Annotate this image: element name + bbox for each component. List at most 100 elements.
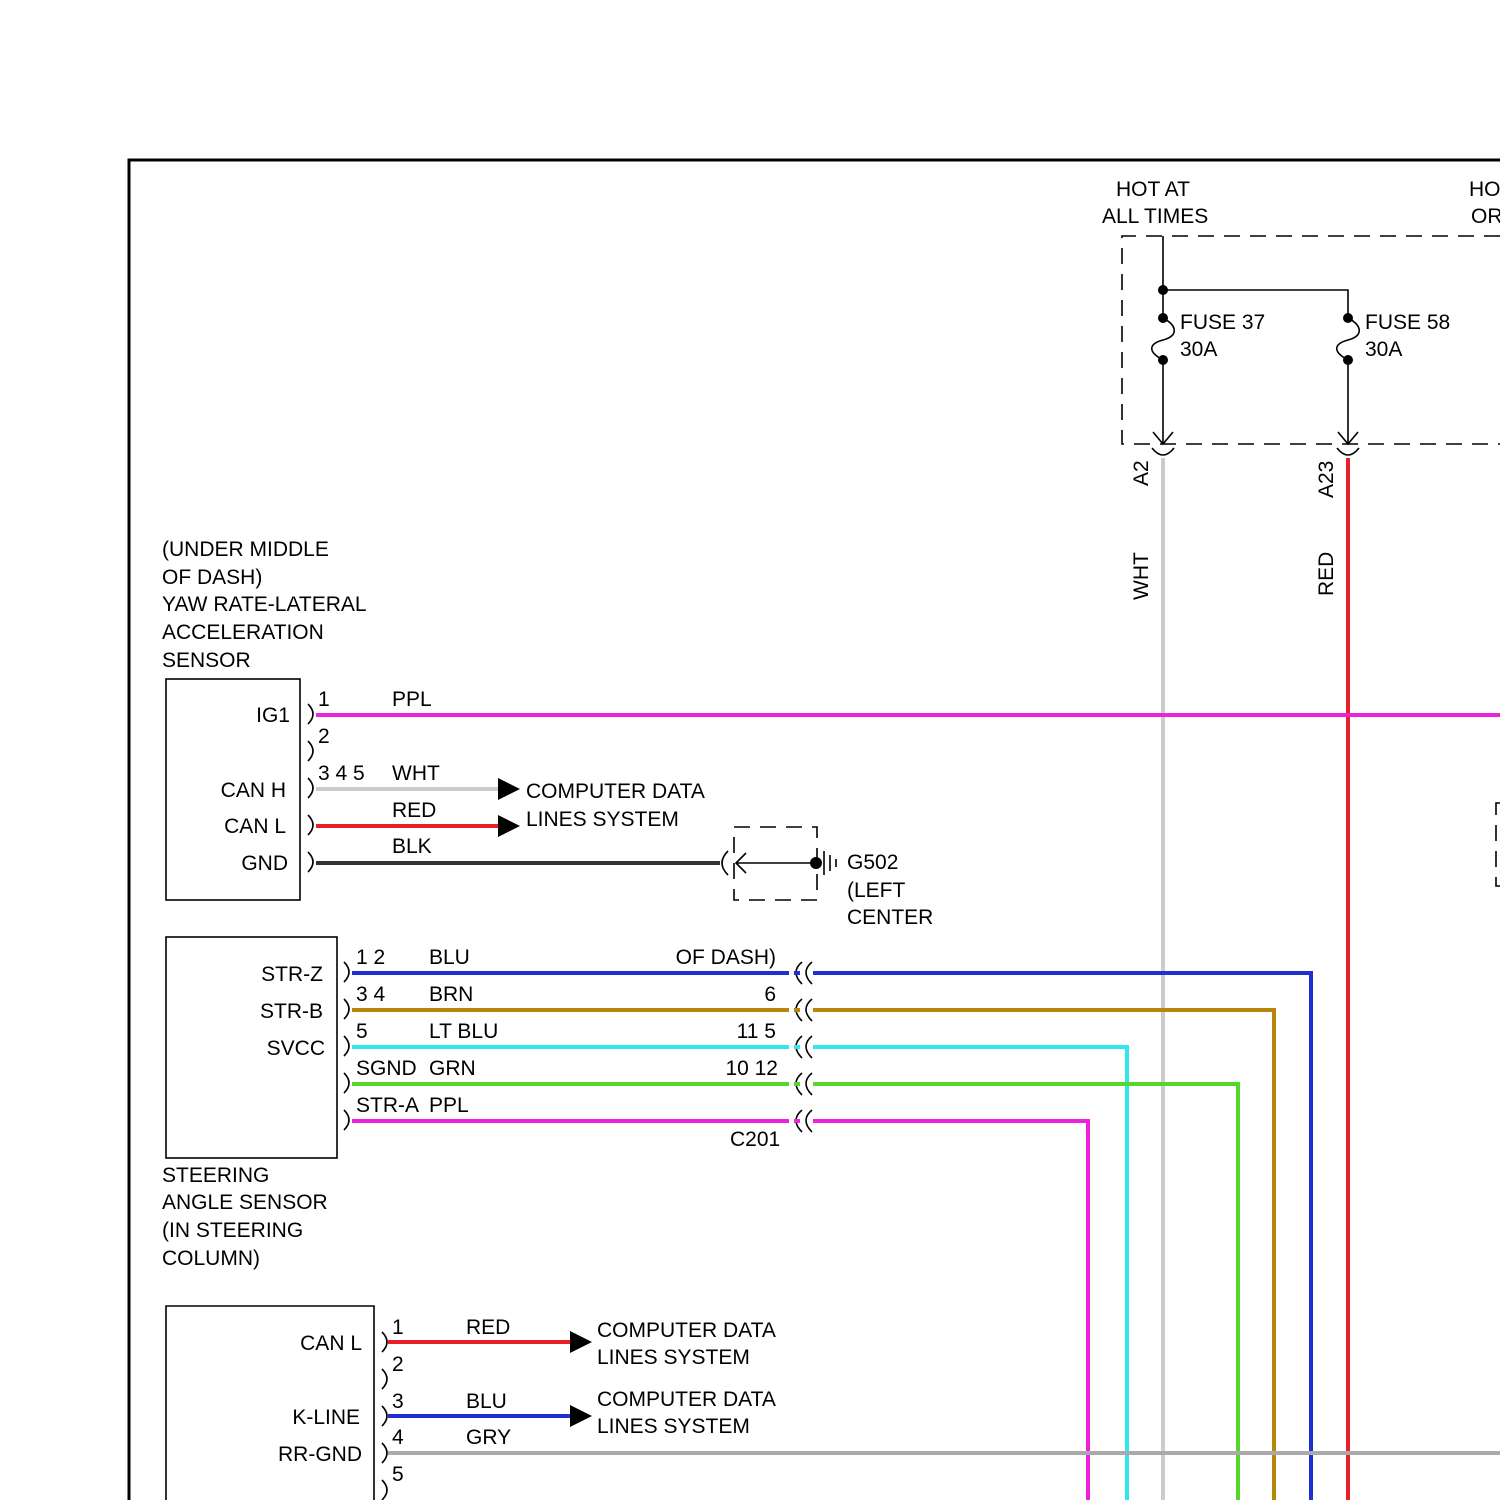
fuse-box-outline <box>1122 236 1500 444</box>
yaw-caption-line5: SENSOR <box>162 649 251 672</box>
hot-cut-line1: HO <box>1469 178 1500 201</box>
fuse58-element <box>1337 318 1360 360</box>
wht-vertical-wire-label: WHT <box>1130 552 1153 600</box>
steer-pin-num-1-2: 1 2 <box>356 946 385 969</box>
fuse37-element <box>1152 318 1175 360</box>
steer-caption-line2: ANGLE SENSOR <box>162 1191 328 1214</box>
yaw-caption-line2: OF DASH) <box>162 566 262 589</box>
steer-wire-blu-label: BLU <box>429 946 470 969</box>
g502-lead <box>736 853 816 873</box>
a2-connector-cup <box>1152 448 1174 455</box>
lower-can-l-arrow <box>570 1331 592 1353</box>
str-a-ppl-wire <box>352 1121 1088 1500</box>
c201-pin-label-1: OF DASH) <box>676 946 776 969</box>
red-vertical-wire-label: RED <box>1315 552 1338 596</box>
fuse58-rating: 30A <box>1365 338 1402 361</box>
c201-pin-label-2: 6 <box>764 983 776 1006</box>
diagram-frame <box>129 160 1500 1500</box>
hot-at-all-times-line1: HOT AT <box>1116 178 1190 201</box>
steer-pin-str-a: STR-A <box>356 1094 419 1117</box>
gnd-connector-cup <box>722 851 728 875</box>
lower-wire-red-label: RED <box>466 1316 510 1339</box>
fuse37-rating: 30A <box>1180 338 1217 361</box>
lower-pin-label-can-l: CAN L <box>300 1332 362 1355</box>
yaw-wire-blk-label: BLK <box>392 835 432 858</box>
yaw-data-lines-line1: COMPUTER DATA <box>526 780 705 803</box>
g502-label-line3: CENTER <box>847 906 933 929</box>
steering-wires <box>352 973 1311 1500</box>
yaw-pin-label-can-h: CAN H <box>221 779 286 802</box>
ground-icon <box>824 851 836 875</box>
lower-wire-blu-label: BLU <box>466 1390 507 1413</box>
lower-pin-label-rr-gnd: RR-GND <box>278 1443 362 1466</box>
steer-pin-num-5: 5 <box>356 1020 368 1043</box>
steer-wire-brn-label: BRN <box>429 983 473 1006</box>
steer-caption-line1: STEERING <box>162 1164 269 1187</box>
steer-pin-num-3-4: 3 4 <box>356 983 386 1006</box>
a23-connector-cup <box>1337 448 1359 455</box>
g502-label-line1: G502 <box>847 851 898 874</box>
yaw-pin-num-3-4-5: 3 4 5 <box>318 762 365 785</box>
lower-pin-num-5: 5 <box>392 1463 404 1486</box>
c201-connector <box>789 960 813 1140</box>
steer-pin-connectors <box>344 962 349 1130</box>
yaw-pin-label-gnd: GND <box>241 852 288 875</box>
yaw-caption-line1: (UNDER MIDDLE <box>162 538 329 561</box>
fuse58-name: FUSE 58 <box>1365 311 1450 334</box>
steer-pin-label-str-z: STR-Z <box>261 963 323 986</box>
lower-pin-label-k-line: K-LINE <box>292 1406 360 1429</box>
g502-ground-dot <box>810 857 822 869</box>
steer-wire-lt-blu-label: LT BLU <box>429 1020 498 1043</box>
yaw-wire-red-label: RED <box>392 799 436 822</box>
lower-module: CAN L K-LINE RR-GND 1 2 3 4 5 RED BLU GR… <box>166 1306 776 1500</box>
lower-pin-num-3: 3 <box>392 1390 404 1413</box>
lower-pin-num-2: 2 <box>392 1353 404 1376</box>
lower-data-lines-2-line2: LINES SYSTEM <box>597 1415 750 1438</box>
steer-wire-grn-label: GRN <box>429 1057 476 1080</box>
yaw-caption-line4: ACCELERATION <box>162 621 324 644</box>
lower-data-lines-1-line1: COMPUTER DATA <box>597 1319 776 1342</box>
yaw-pin-num-2: 2 <box>318 725 330 748</box>
bus-junction-dot <box>1158 285 1168 295</box>
yaw-caption-line3: YAW RATE-LATERAL <box>162 593 367 616</box>
lower-pin-num-4: 4 <box>392 1426 404 1449</box>
yaw-wire-ppl-label: PPL <box>392 688 432 711</box>
steer-pin-label-svcc: SVCC <box>267 1037 325 1060</box>
hot-at-all-times-line2: ALL TIMES <box>1102 205 1208 228</box>
fuse37-lead <box>1153 360 1173 444</box>
steer-caption-line4: COLUMN) <box>162 1247 260 1270</box>
lower-data-lines-2-line1: COMPUTER DATA <box>597 1388 776 1411</box>
steer-pin-sgnd: SGND <box>356 1057 417 1080</box>
right-edge-component <box>1496 803 1500 886</box>
steer-wire-ppl-label: PPL <box>429 1094 469 1117</box>
yaw-data-lines-line2: LINES SYSTEM <box>526 808 679 831</box>
yaw-rate-sensor: (UNDER MIDDLE OF DASH) YAW RATE-LATERAL … <box>162 538 933 929</box>
steer-caption-line3: (IN STEERING <box>162 1219 303 1242</box>
c201-label: C201 <box>730 1128 780 1151</box>
c201-pin-label-3: 11 5 <box>737 1020 776 1043</box>
hot-cut-line2: OR <box>1471 205 1500 228</box>
lower-pin-num-1: 1 <box>392 1316 404 1339</box>
steering-angle-sensor: STR-Z STR-B SVCC 1 2 3 4 5 SGND STR-A BL… <box>162 937 813 1270</box>
lower-pin-connectors <box>382 1332 387 1500</box>
can-h-arrow <box>498 778 520 800</box>
steer-pin-label-str-b: STR-B <box>260 1000 323 1023</box>
lower-wire-gry-label: GRY <box>466 1426 511 1449</box>
a2-pin-label: A2 <box>1130 460 1153 486</box>
can-l-arrow <box>498 815 520 837</box>
a23-pin-label: A23 <box>1315 461 1338 498</box>
yaw-pin-connectors <box>308 704 313 872</box>
str-z-blu-wire <box>352 973 1311 1500</box>
lower-k-line-arrow <box>570 1405 592 1427</box>
g502-label-line2: (LEFT <box>847 879 906 902</box>
yaw-pin-label-can-l: CAN L <box>224 815 286 838</box>
fuse58-lead <box>1338 360 1358 444</box>
yaw-wire-wht-label: WHT <box>392 762 440 785</box>
yaw-pin-label-ig1: IG1 <box>256 704 290 727</box>
c201-pin-label-4: 10 12 <box>725 1057 778 1080</box>
fuse37-name: FUSE 37 <box>1180 311 1265 334</box>
bus-bar <box>1163 236 1348 318</box>
yaw-pin-num-1: 1 <box>318 688 330 711</box>
lower-data-lines-1-line2: LINES SYSTEM <box>597 1346 750 1369</box>
